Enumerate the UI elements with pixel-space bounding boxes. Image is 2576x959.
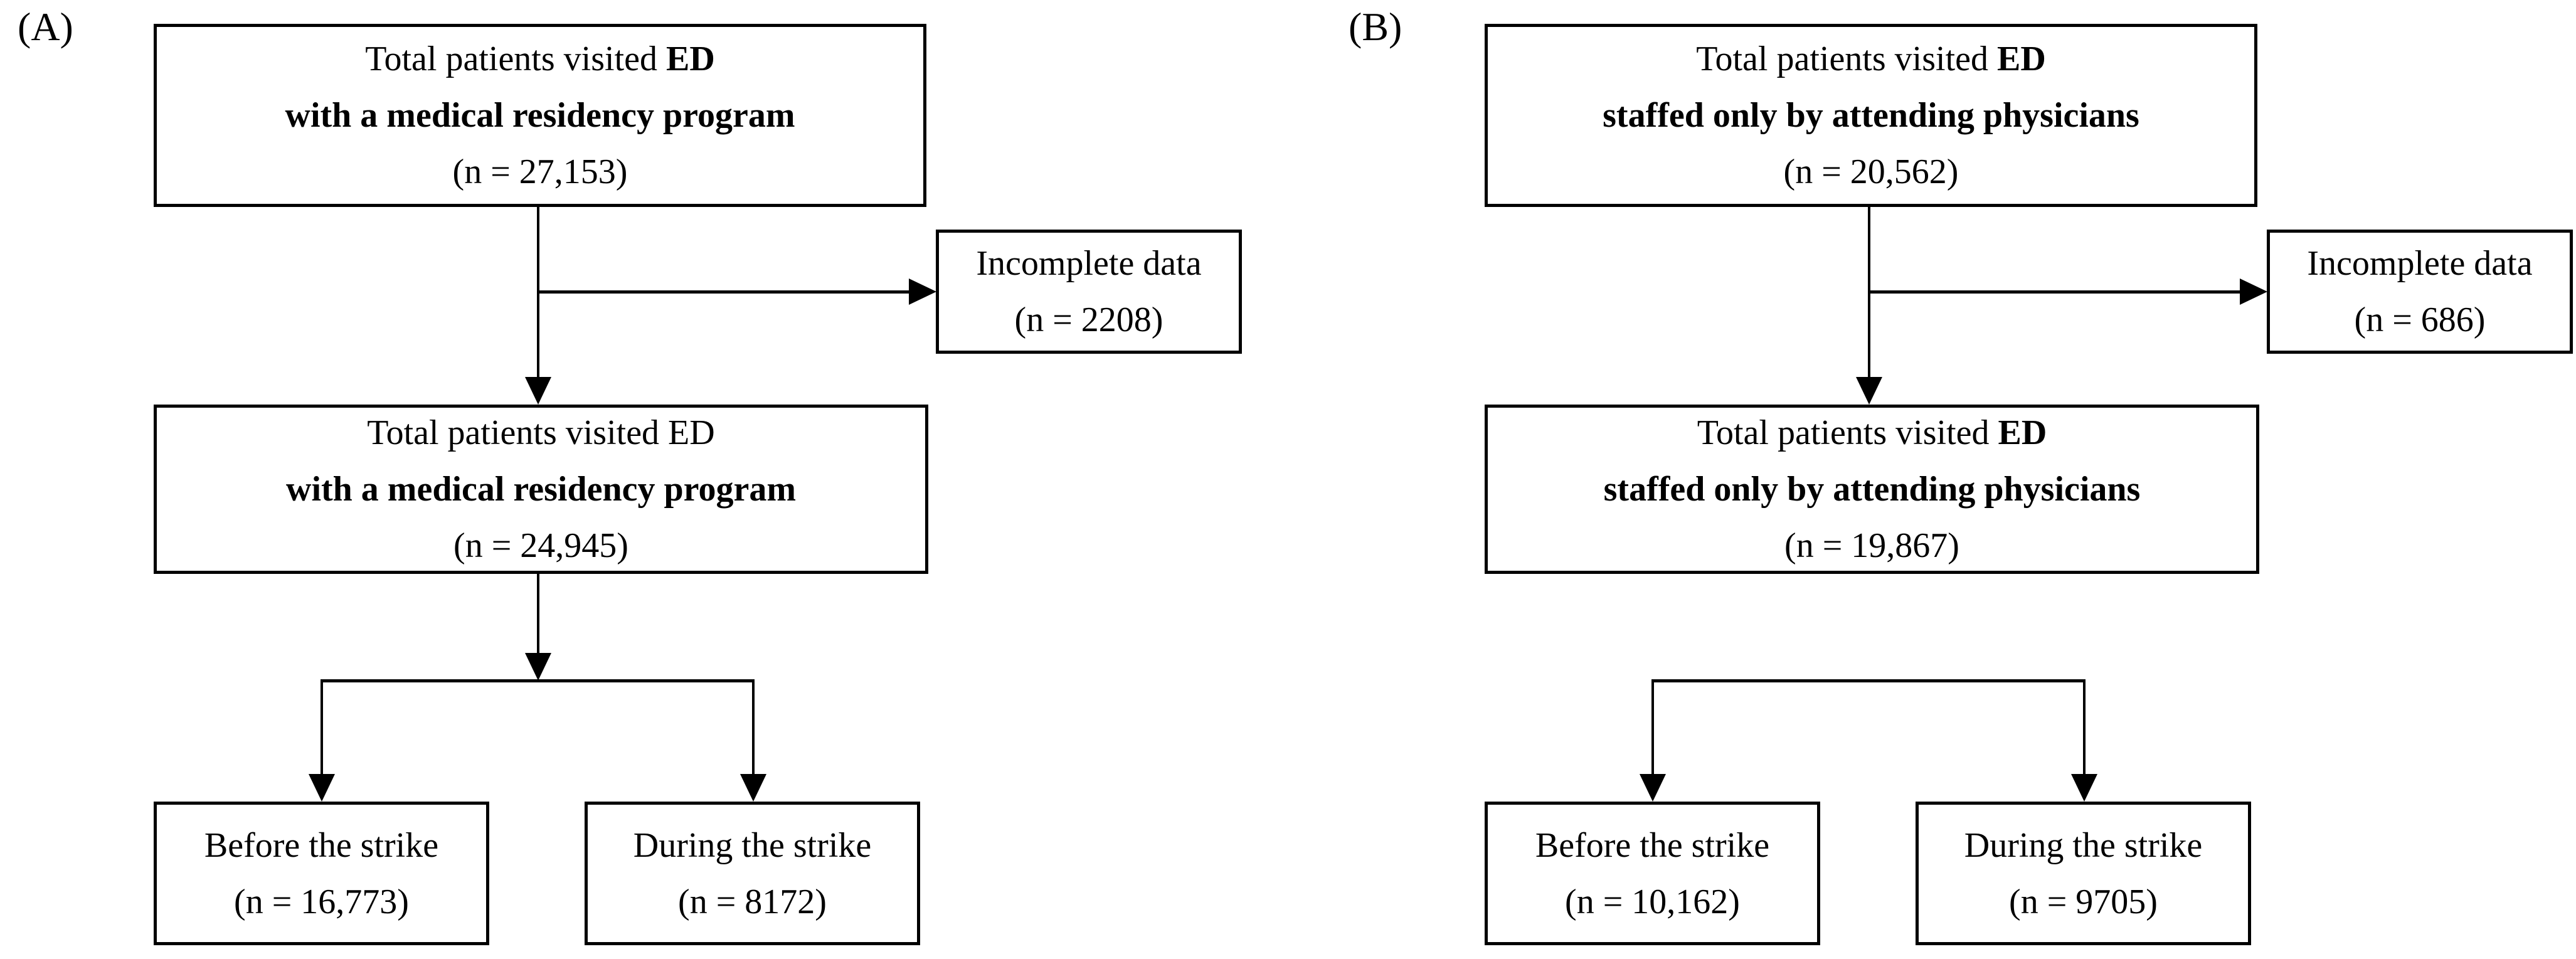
connector-split-bar: [1651, 679, 2086, 682]
box-count-line: (n = 27,153): [452, 152, 628, 191]
box-count-line: (n = 2208): [1014, 300, 1163, 339]
connector-vertical-line: [1868, 207, 1870, 383]
connector-split-bar: [321, 679, 755, 682]
connector-vertical-line: [537, 207, 539, 383]
flow-box-before-strike: Before the strike (n = 16,773): [154, 802, 489, 945]
flow-box-before-strike: Before the strike (n = 10,162): [1485, 802, 1820, 945]
box-text-line: Total patients visited ED: [365, 31, 715, 87]
flow-box-total-initial: Total patients visited ED with a medical…: [154, 24, 926, 207]
box-text-line: Total patients visited ED: [1697, 405, 2047, 461]
text-segment: Total patients visited ED: [367, 413, 715, 452]
box-count-line: (n = 686): [2354, 300, 2486, 339]
panel-a: (A) Total patients visited ED with a med…: [0, 0, 1251, 959]
flow-box-during-strike: During the strike (n = 9705): [1916, 802, 2251, 945]
text-segment: Total patients visited: [1696, 40, 1997, 78]
connector-vertical-line: [752, 679, 755, 776]
arrowhead-down-icon: [1640, 774, 1666, 802]
connector-vertical-line: [537, 574, 539, 659]
flow-box-total-final: Total patients visited ED staffed only b…: [1485, 405, 2259, 574]
connector-vertical-line: [2083, 679, 2086, 776]
box-text-line: with a medical residency program: [285, 96, 795, 135]
box-count-line: (n = 9705): [2009, 882, 2158, 921]
panel-b-label: (B): [1349, 4, 1402, 49]
text-segment: Total patients visited: [365, 40, 666, 78]
box-count-line: (n = 19,867): [1784, 526, 1959, 565]
flow-box-incomplete-data: Incomplete data (n = 2208): [936, 230, 1242, 354]
arrowhead-down-icon: [740, 774, 766, 802]
box-text-line: During the strike: [633, 825, 872, 865]
connector-branch-line: [538, 290, 909, 294]
box-text-line: Incomplete data: [2307, 244, 2533, 283]
box-count-line: (n = 16,773): [234, 882, 409, 921]
arrowhead-down-icon: [1856, 377, 1882, 405]
arrowhead-down-icon: [2071, 774, 2097, 802]
box-count-line: (n = 8172): [678, 882, 827, 921]
flow-box-during-strike: During the strike (n = 8172): [585, 802, 920, 945]
box-text-line: Total patients visited ED: [1696, 31, 2046, 87]
box-text-line: staffed only by attending physicians: [1603, 96, 2139, 135]
connector-vertical-line: [1651, 679, 1654, 776]
box-text-line: Incomplete data: [976, 244, 1202, 283]
box-count-line: (n = 20,562): [1783, 152, 1959, 191]
arrowhead-down-icon: [525, 653, 551, 681]
box-count-line: (n = 24,945): [453, 526, 628, 565]
panel-a-label: (A): [18, 4, 73, 49]
flow-box-incomplete-data: Incomplete data (n = 686): [2267, 230, 2573, 354]
box-text-line: Before the strike: [1535, 825, 1770, 865]
connector-vertical-line: [321, 679, 323, 776]
box-text-line: Total patients visited ED: [367, 405, 714, 461]
arrowhead-right-icon: [909, 278, 936, 305]
text-segment-bold: ED: [665, 40, 715, 78]
text-segment-bold: ED: [1996, 40, 2046, 78]
flow-box-total-final: Total patients visited ED with a medical…: [154, 405, 928, 574]
box-text-line: Before the strike: [204, 825, 439, 865]
box-count-line: (n = 10,162): [1565, 882, 1740, 921]
arrowhead-down-icon: [525, 377, 551, 405]
box-text-line: During the strike: [1964, 825, 2203, 865]
box-text-line: staffed only by attending physicians: [1603, 470, 2141, 509]
text-segment: Total patients visited: [1697, 413, 1998, 452]
connector-branch-line: [1869, 290, 2240, 294]
panel-b: (B) Total patients visited ED staffed on…: [1331, 0, 2576, 959]
arrowhead-right-icon: [2240, 278, 2267, 305]
text-segment-bold: ED: [1998, 413, 2047, 452]
flow-box-total-initial: Total patients visited ED staffed only b…: [1485, 24, 2257, 207]
box-text-line: with a medical residency program: [286, 470, 796, 509]
arrowhead-down-icon: [309, 774, 335, 802]
